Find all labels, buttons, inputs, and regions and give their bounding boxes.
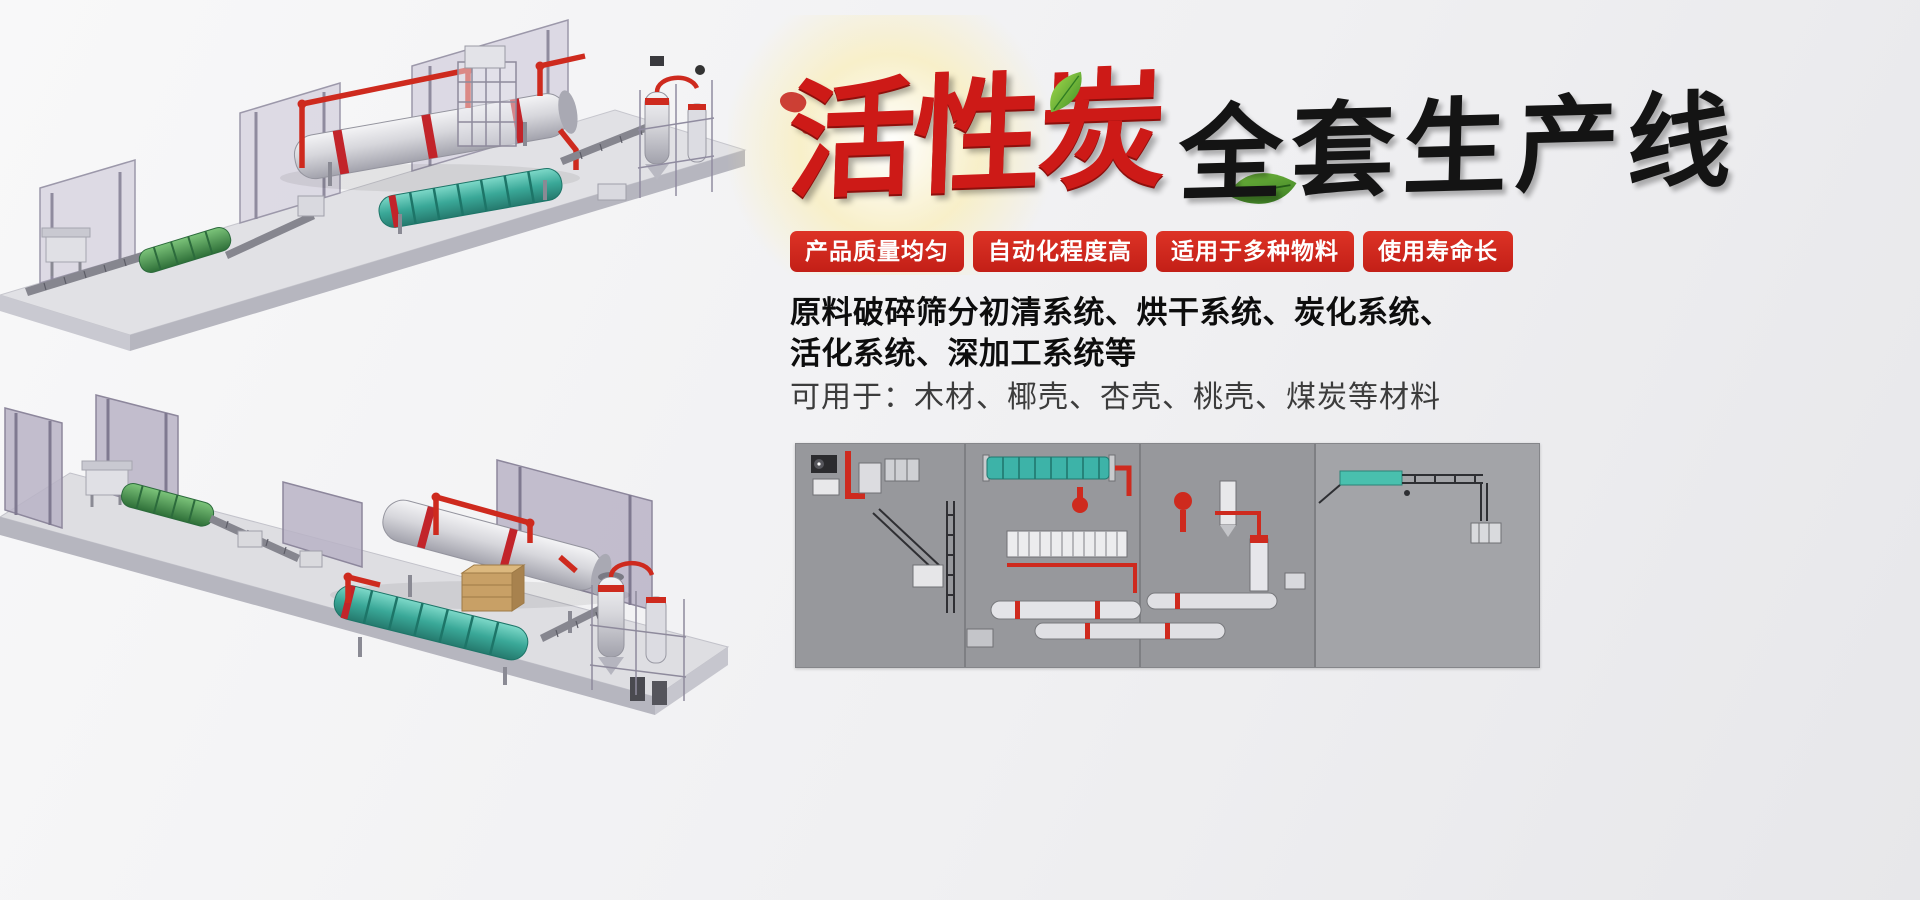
schematic-dryer-section xyxy=(966,454,1142,648)
badge-quality: 产品质量均匀 xyxy=(790,231,964,273)
description-block: 原料破碎筛分初清系统、烘干系统、炭化系统、 活化系统、深加工系统等 可用于：木材… xyxy=(790,292,1452,418)
activation-stands xyxy=(398,180,547,234)
main-title: 活性炭全套生产线 xyxy=(785,59,1741,215)
feature-badges: 产品质量均匀 自动化程度高 适用于多种物料 使用寿命长 xyxy=(790,231,1513,273)
description-line-3: 可用于：木材、椰壳、杏壳、桃壳、煤炭等材料 xyxy=(790,381,1441,414)
title-red-text: 活性炭 xyxy=(785,58,1166,215)
schematic-crusher-section xyxy=(811,451,955,613)
production-line-3d-bottom xyxy=(0,394,730,715)
schematic-packing-section xyxy=(1318,470,1502,544)
badge-automation: 自动化程度高 xyxy=(973,231,1147,273)
badge-lifespan: 使用寿命长 xyxy=(1363,231,1513,273)
tower-top-box xyxy=(464,45,506,69)
activation-drum xyxy=(378,167,563,228)
red-piping xyxy=(299,53,586,170)
control-box xyxy=(597,183,627,201)
cyclone-vessels xyxy=(644,56,707,180)
description-line-1: 原料破碎筛分初清系统、烘干系统、炭化系统、 xyxy=(790,295,1452,330)
feed-conveyor xyxy=(25,252,145,296)
furnace-box xyxy=(460,564,526,612)
schematic-carbonization-section xyxy=(1034,480,1306,640)
right-frame xyxy=(589,585,687,701)
title-black-text: 全套生产线 xyxy=(1177,83,1741,215)
pipe-flanges xyxy=(343,492,535,582)
paint-splash-icon xyxy=(802,126,812,134)
description-line-2: 活化系统、深加工系统等 xyxy=(790,336,1137,371)
transfer-conveyor xyxy=(209,515,323,568)
production-line-3d-top xyxy=(0,18,747,351)
screening-drum xyxy=(121,483,215,527)
layout-schematic xyxy=(795,443,1540,668)
content-panel: 活性炭全套生产线 产品质量均匀 自动化程度高 适用于多种物料 使用寿命长 原料破… xyxy=(728,0,1920,900)
drum-stands xyxy=(328,122,527,186)
screening-drum xyxy=(138,227,232,273)
elevator-conveyor xyxy=(560,120,658,165)
right-frame xyxy=(637,80,715,198)
transfer-conveyor xyxy=(225,195,325,259)
leaf-icon xyxy=(1227,173,1297,204)
badge-materials: 适用于多种物料 xyxy=(1156,231,1354,273)
feed-hopper xyxy=(81,460,133,507)
cyclone-vessels xyxy=(597,560,667,705)
leaf-icon xyxy=(1050,71,1082,113)
activation-drum xyxy=(333,584,529,661)
platform xyxy=(0,109,747,351)
frame-tower xyxy=(457,61,517,147)
feed-hopper xyxy=(41,227,91,276)
